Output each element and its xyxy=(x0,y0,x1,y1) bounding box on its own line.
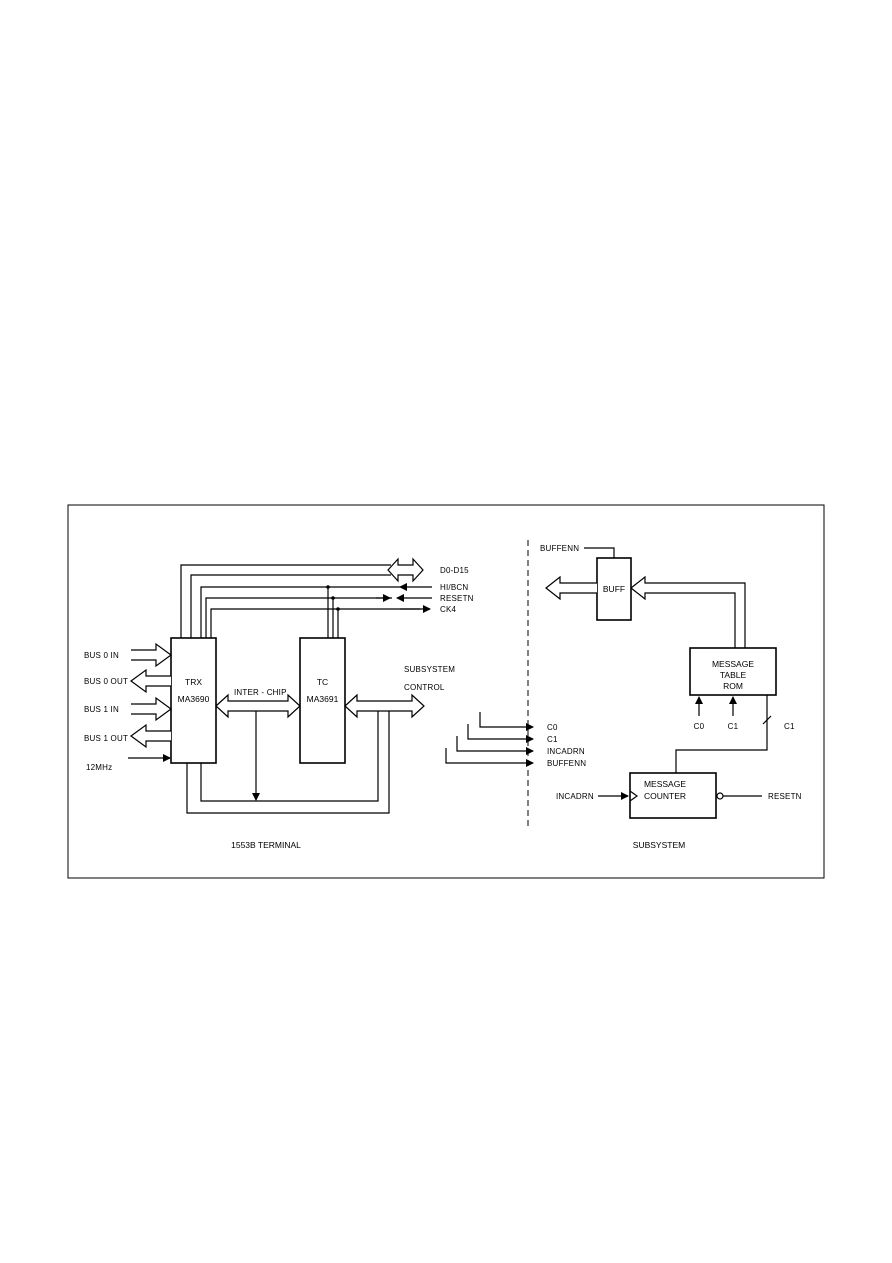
label-subsystem-control-1: SUBSYSTEM xyxy=(404,665,455,674)
label-rom-c1: C1 xyxy=(728,722,739,731)
label-buffenn-out: BUFFENN xyxy=(547,759,586,768)
rom-line2: TABLE xyxy=(720,670,747,680)
buff-name: BUFF xyxy=(603,584,625,594)
control-output-lines xyxy=(445,712,534,767)
caption-right: SUBSYSTEM xyxy=(633,840,685,850)
counter-line1: MESSAGE xyxy=(644,779,686,789)
caption-left: 1553B TERMINAL xyxy=(231,840,301,850)
hi-bcn-line xyxy=(200,586,400,638)
label-d0-d15: D0-D15 xyxy=(440,566,469,575)
label-subsystem-control-2: CONTROL xyxy=(404,683,445,692)
tc-name: TC xyxy=(317,677,328,687)
label-bus0-in: BUS 0 IN xyxy=(84,651,119,660)
label-bus1-out: BUS 1 OUT xyxy=(84,734,128,743)
data-bus-arrow xyxy=(387,557,424,583)
label-buffenn-in: BUFFENN xyxy=(540,544,579,553)
label-c0-out: C0 xyxy=(547,723,558,732)
trx-block: TRX MA3690 xyxy=(170,637,217,764)
rom-line3: ROM xyxy=(723,681,743,691)
trx-name: TRX xyxy=(185,677,202,687)
label-c1-out: C1 xyxy=(547,735,558,744)
label-rom-c0: C0 xyxy=(694,722,705,731)
label-resetn-top: RESETN xyxy=(440,594,474,603)
subsystem-control-arrow xyxy=(344,693,425,719)
label-12mhz: 12MHz xyxy=(86,763,112,772)
message-table-rom-block: MESSAGE TABLE ROM xyxy=(689,647,777,696)
bus1-in-arrow xyxy=(131,696,173,722)
label-c1-right: C1 xyxy=(784,722,795,731)
bus0-out-arrow xyxy=(129,668,171,694)
label-resetn-in: RESETN xyxy=(768,792,802,801)
rom-line1: MESSAGE xyxy=(712,659,754,669)
label-bus1-in: BUS 1 IN xyxy=(84,705,119,714)
counter-to-rom-line xyxy=(675,695,768,773)
bus1-out-arrow xyxy=(129,723,171,749)
label-incadrn-out: INCADRN xyxy=(547,747,585,756)
tc-part: MA3691 xyxy=(307,694,339,704)
feedback-loops xyxy=(186,711,390,814)
resetn-line xyxy=(205,597,392,638)
figure-frame xyxy=(67,504,825,879)
ck4-line xyxy=(210,608,420,638)
tc-block: TC MA3691 xyxy=(299,637,346,764)
counter-line2: COUNTER xyxy=(644,791,686,801)
buff-output-arrow xyxy=(545,575,597,601)
label-inter-chip: INTER - CHIP xyxy=(234,688,287,697)
label-hi-bcn: HI/BCN xyxy=(440,583,468,592)
buffenn-in-line xyxy=(584,547,615,558)
data-bus-lines xyxy=(180,564,391,638)
label-incadrn-in: INCADRN xyxy=(556,792,594,801)
label-bus0-out: BUS 0 OUT xyxy=(84,677,128,686)
message-counter-block: MESSAGE COUNTER xyxy=(629,772,717,819)
inter-chip-arrow xyxy=(215,693,301,719)
rom-to-buff-bus xyxy=(630,575,746,648)
bus0-in-arrow xyxy=(131,642,173,668)
resetn-bubble xyxy=(716,792,724,800)
label-ck4: CK4 xyxy=(440,605,457,614)
trx-part: MA3690 xyxy=(178,694,210,704)
buff-block: BUFF xyxy=(596,557,632,621)
